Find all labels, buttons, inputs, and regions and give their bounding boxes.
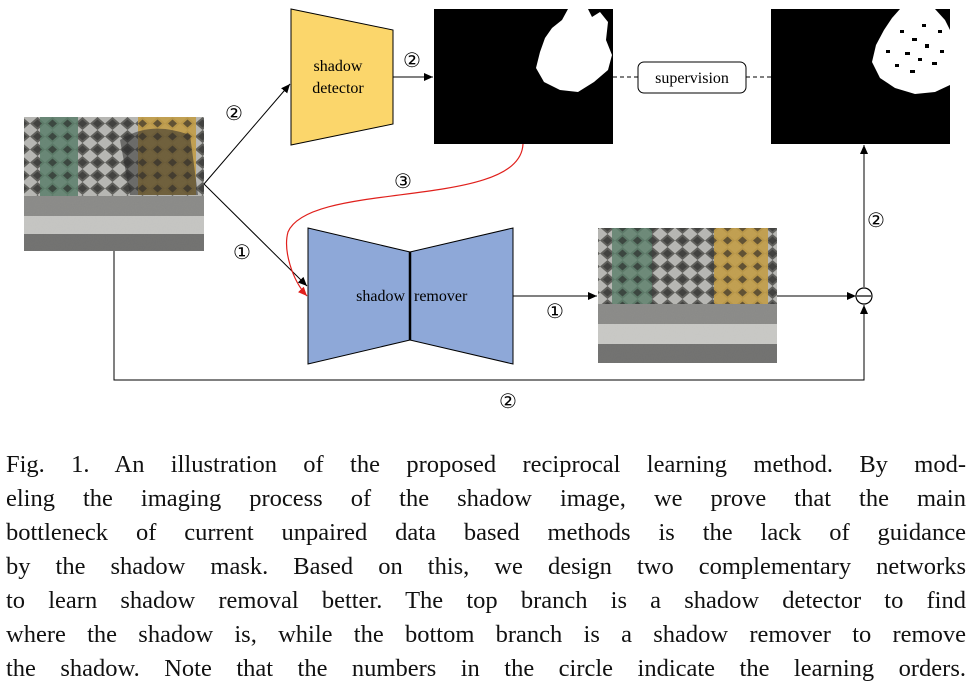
derived-shadow-mask — [771, 9, 950, 144]
shadow-remover: shadow remover — [307, 227, 514, 365]
step-label-bottom-skip: ② — [499, 391, 517, 413]
arrow-mask-to-remover — [286, 143, 524, 297]
subtract-node — [855, 287, 873, 305]
arrow-input-to-remover — [203, 183, 308, 287]
predicted-shadow-mask — [434, 9, 613, 144]
caption-line-3: bottleneck of current unpaired data base… — [6, 519, 966, 546]
step-label-subtract-to-target: ② — [867, 210, 885, 232]
caption-line-1: Fig. 1. An illustration of the proposed … — [6, 451, 966, 478]
step-label-detector-to-mask: ② — [403, 50, 421, 72]
supervision-label: supervision — [655, 70, 729, 87]
step-label-input-to-detector: ② — [225, 103, 243, 125]
step-label-remover-to-output: ① — [546, 301, 564, 323]
caption-line-2: eling the imaging process of the shadow … — [6, 485, 966, 512]
shadow-remover-label-right: remover — [414, 288, 468, 305]
shadow-detector-label-2: detector — [312, 80, 364, 97]
figure-caption: Fig. 1. An illustration of the proposed … — [6, 448, 966, 686]
shadow-detector-label-1: shadow — [314, 58, 363, 75]
arrow-input-skip-to-subtract — [113, 251, 868, 381]
caption-line-4: by the shadow mask. Based on this, we de… — [6, 553, 966, 580]
reciprocal-learning-diagram: shadow detector supervision — [24, 8, 950, 413]
shadow-remover-label-left: shadow — [356, 288, 405, 305]
arrow-input-to-detector — [203, 83, 291, 185]
shadow-detector: shadow detector — [290, 8, 394, 146]
shadow-free-output-image — [598, 228, 777, 363]
caption-line-6: where the shadow is, while the bottom br… — [6, 621, 966, 648]
input-shadow-image — [24, 117, 204, 251]
caption-line-7: the shadow. Note that the numbers in the… — [6, 655, 966, 682]
step-label-mask-to-remover: ③ — [394, 171, 412, 193]
caption-line-5: to learn shadow removal better. The top … — [6, 587, 966, 614]
step-label-input-to-remover: ① — [233, 242, 251, 264]
supervision-box: supervision — [637, 61, 747, 94]
